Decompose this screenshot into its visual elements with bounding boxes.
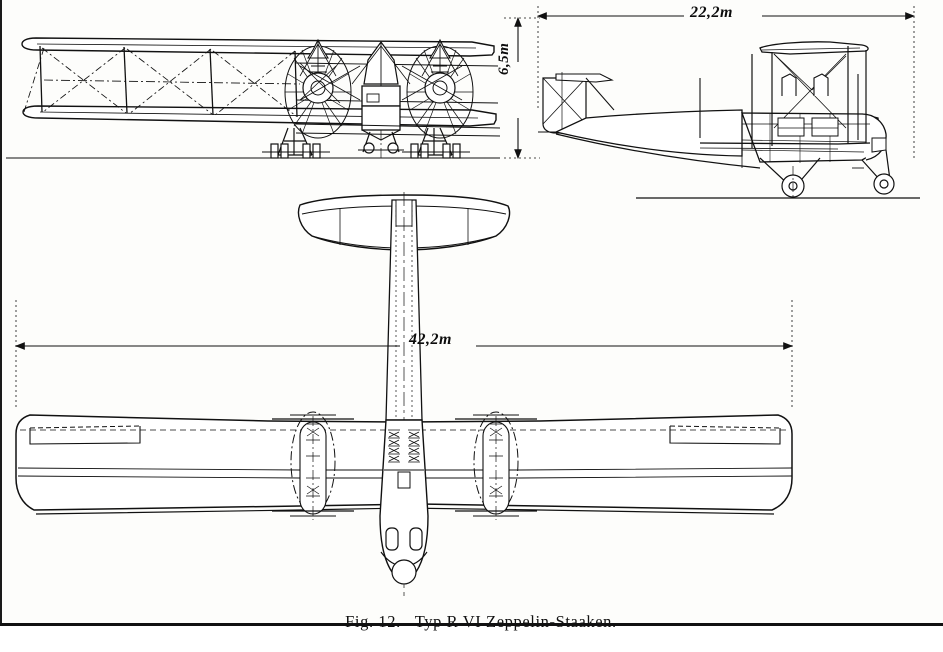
plan-centre-fuselage	[379, 419, 429, 585]
figure-title: Typ R VI Zeppelin-Staaken.	[414, 612, 617, 631]
page-border-bottom	[0, 623, 943, 626]
plan-engine-nacelle-right	[455, 411, 537, 520]
side-elevation-view	[538, 41, 920, 199]
side-upper-wing	[759, 41, 869, 55]
side-landing-gear	[759, 149, 895, 198]
dimension-height-label: 6,5m	[496, 42, 512, 75]
front-bracing-wires	[23, 47, 301, 117]
page-border-left	[0, 0, 2, 626]
dimension-wingspan-label: 42,2m	[409, 331, 452, 348]
plan-fuselage-internal-detail	[388, 429, 420, 463]
dimension-length	[536, 6, 916, 160]
figure-caption: Fig. 12. Typ R VI Zeppelin-Staaken.	[0, 592, 943, 652]
front-interplane-struts	[39, 45, 298, 118]
dimension-height	[504, 16, 540, 160]
side-wing-struts	[751, 46, 867, 148]
plan-engine-nacelle-left	[272, 411, 354, 520]
dimension-length-label: 22,2m	[690, 4, 733, 21]
drawing-page: 22,2m 6,5m 42,2m Fig. 12. Typ R VI Zeppe…	[0, 0, 943, 631]
front-elevation-view	[6, 37, 501, 160]
dimension-wingspan	[14, 300, 794, 410]
side-engine-nacelles	[699, 73, 859, 140]
front-lower-wing	[22, 105, 497, 127]
technical-drawing-plate	[6, 6, 920, 596]
front-centre-bracing	[299, 62, 463, 104]
caption-spacer	[401, 612, 415, 631]
front-landing-gear	[262, 127, 470, 160]
front-engine-nacelle-right	[421, 38, 459, 104]
figure-number: Fig. 12.	[345, 612, 401, 631]
front-upper-wing	[21, 37, 495, 57]
plan-top-view	[15, 192, 793, 596]
side-lower-wing	[699, 142, 871, 145]
